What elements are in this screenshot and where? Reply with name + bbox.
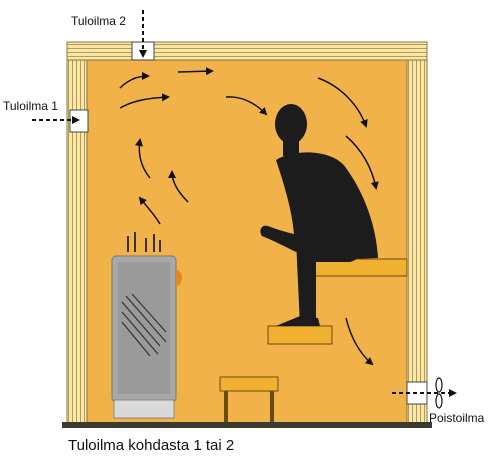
ceiling-wall	[66, 41, 428, 61]
footrest	[267, 325, 333, 345]
right-wall	[406, 59, 428, 425]
inlet-vent-1	[69, 109, 89, 133]
stool	[219, 376, 279, 422]
inlet-vent-2	[131, 41, 155, 61]
label-outlet: Poistoilma	[429, 411, 485, 425]
sauna-stove-icon	[111, 232, 182, 419]
diagram-caption: Tuloilma kohdasta 1 tai 2	[68, 437, 234, 454]
label-inlet-1: Tuloilma 1	[3, 99, 58, 113]
person-icon	[260, 104, 378, 326]
fan-icon	[435, 377, 443, 409]
airflow-arrows	[119, 67, 379, 366]
label-inlet-2: Tuloilma 2	[71, 14, 126, 28]
floor	[62, 422, 432, 428]
